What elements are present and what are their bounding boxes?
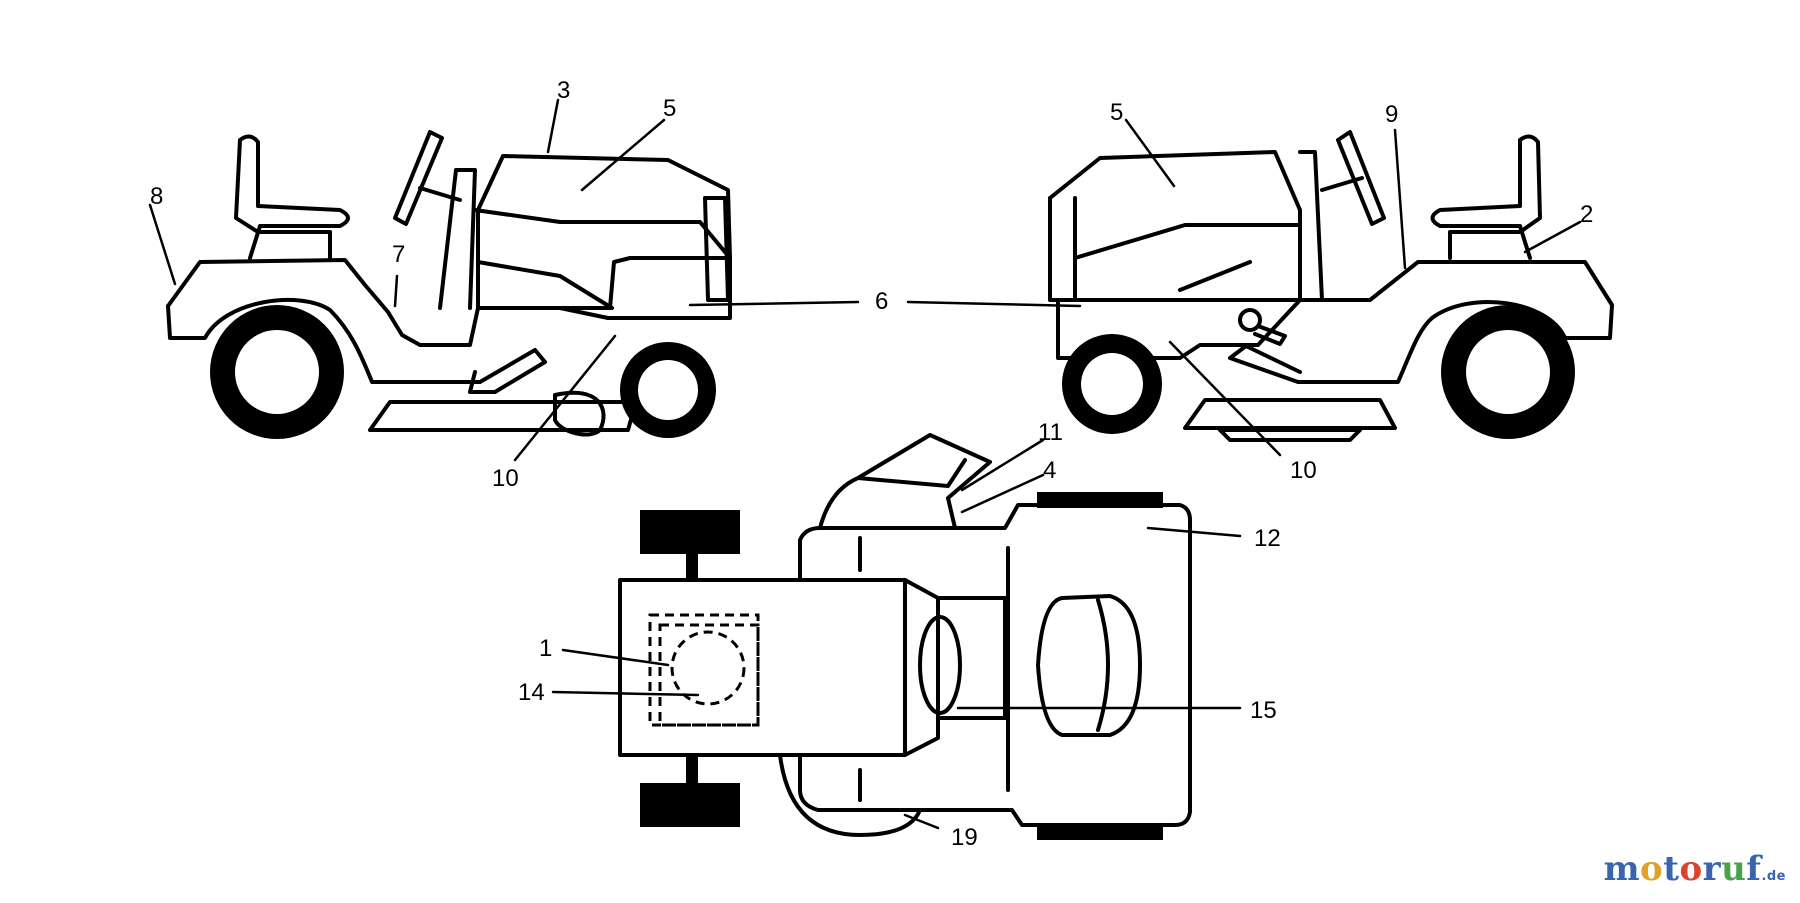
callout-10-left: 10 <box>492 465 519 492</box>
left-dash <box>438 168 477 310</box>
top-grass-catcher <box>818 433 992 530</box>
callout-6-leader-right <box>906 300 1082 308</box>
left-mower-deck <box>368 400 638 432</box>
left-hood-lower <box>476 260 614 310</box>
top-front-wheel-lower <box>640 783 740 827</box>
top-steering-wheel <box>918 615 962 715</box>
right-side-view <box>1048 118 1614 457</box>
callout-5-right: 5 <box>1110 99 1123 126</box>
left-seat <box>234 134 350 260</box>
callout-19: 19 <box>951 824 978 851</box>
top-view <box>551 433 1242 840</box>
callout-14: 14 <box>518 679 545 706</box>
top-rear-wheel-lower <box>1037 824 1163 840</box>
right-seat <box>1430 134 1542 260</box>
callout-10-right: 10 <box>1290 457 1317 484</box>
right-steering-wheel <box>1320 130 1386 226</box>
left-deck-chute <box>553 390 606 437</box>
callout-6-leader-left <box>688 300 860 307</box>
callout-15: 15 <box>1250 697 1277 724</box>
top-hood <box>618 578 907 757</box>
top-discharge-chute <box>778 753 922 837</box>
callout-6: 6 <box>875 288 888 315</box>
callout-1: 1 <box>539 635 552 662</box>
right-mower-deck <box>1183 398 1397 430</box>
motoruf-logo: motoruf.de <box>1603 849 1786 889</box>
callout-12: 12 <box>1254 525 1281 552</box>
callout-3: 3 <box>557 77 570 104</box>
left-side-view <box>148 98 732 462</box>
callout-4: 4 <box>1043 457 1056 484</box>
left-steering-wheel <box>393 130 462 226</box>
right-hood <box>1048 150 1302 302</box>
left-rear-fender <box>166 298 547 394</box>
callout-9: 9 <box>1385 101 1398 128</box>
right-deck-chute <box>1218 428 1362 442</box>
top-engine-outline <box>670 630 746 706</box>
top-chassis <box>798 503 1192 827</box>
callout-7: 7 <box>392 241 405 268</box>
top-seat <box>1036 594 1142 737</box>
right-dash <box>1298 150 1324 302</box>
callout-5-left: 5 <box>663 95 676 122</box>
top-front-wheel-upper <box>640 510 740 554</box>
callout-2: 2 <box>1580 201 1593 228</box>
left-hood <box>473 154 732 310</box>
callout-8: 8 <box>150 183 163 210</box>
left-grille <box>703 196 730 302</box>
callout-11: 11 <box>1038 419 1063 446</box>
right-ignition-key <box>1238 308 1262 332</box>
